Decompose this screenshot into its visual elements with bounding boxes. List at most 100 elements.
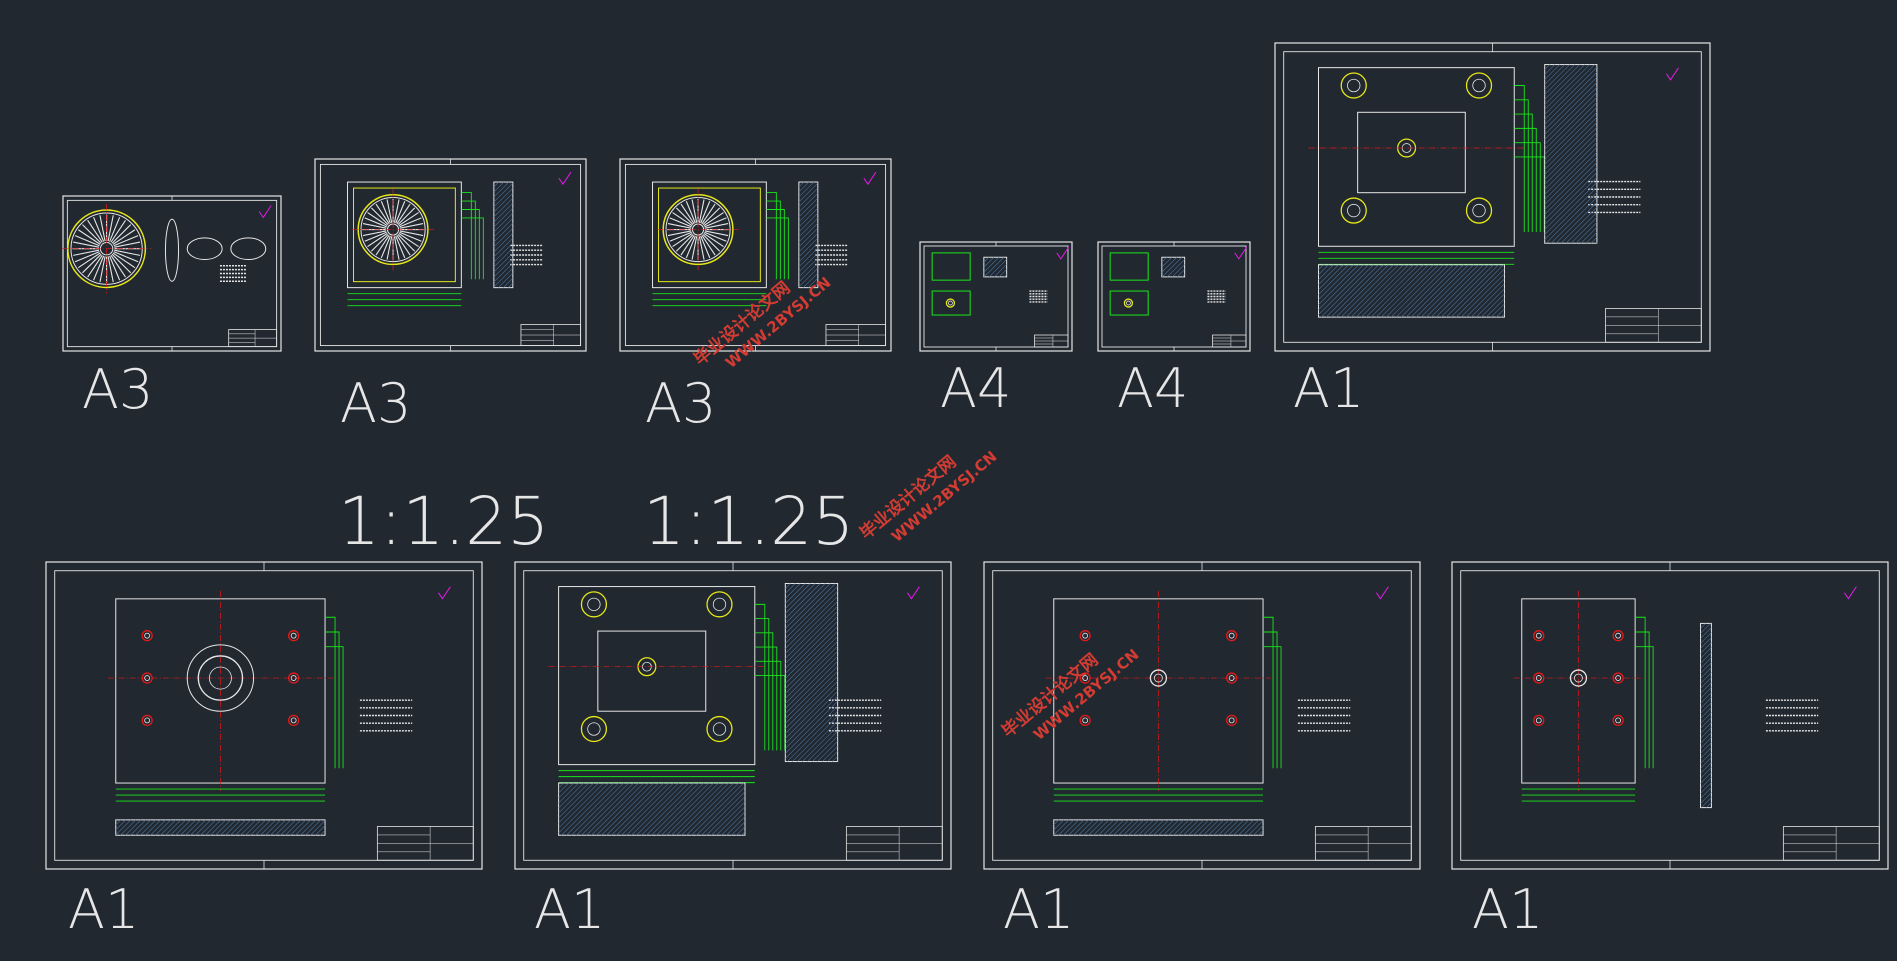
sheet-1-wheel-spoke [74, 251, 100, 263]
sheet-6-hatch [1544, 142, 1598, 195]
sheet-8-hatch [711, 801, 746, 836]
sheet-8-hatch [817, 740, 838, 762]
sheet-8-hatch [666, 782, 719, 836]
sheet-1-wheel-spoke [113, 235, 139, 247]
sheet-2-wheel-spoke [362, 223, 387, 229]
sheet-6-hatch [1360, 264, 1414, 318]
sheet-2-hatch [493, 182, 514, 203]
sheet-6-hatch [1395, 264, 1449, 318]
sheet-10-hatch [1700, 667, 1712, 679]
sheet-3-wheel-spoke [675, 234, 694, 252]
sheet-8-hatch [832, 755, 838, 762]
sheet-3-hatch [798, 237, 819, 258]
sheet-3-wheel-spoke [701, 203, 716, 225]
sheet-1-wheel-spoke [93, 216, 105, 242]
sheet-10-hatch [1700, 677, 1712, 689]
sheet-8-dimension-line [754, 660, 782, 751]
sheet-4-hatch [994, 264, 1007, 278]
sheet-6-hatch [1544, 182, 1598, 235]
sheet-7-hole [287, 672, 300, 684]
sheet-7[interactable] [45, 561, 483, 870]
sheet-6-hatch [1585, 232, 1598, 244]
sheet-2[interactable] [314, 158, 587, 352]
sheet-3-plate [652, 181, 767, 289]
sheet-10[interactable] [1451, 561, 1889, 870]
sheet-6-hatch [1425, 264, 1479, 318]
sheet-6-hatch [1544, 64, 1580, 100]
sheet-3-hatch [798, 242, 819, 263]
sheet-10-hatch [1700, 632, 1712, 644]
sheet-8-hole [580, 715, 608, 743]
sheet-6-hatch [1575, 222, 1598, 244]
sheet-9[interactable] [983, 561, 1421, 870]
sheet-3-wheel-spoke [667, 223, 692, 229]
sheet-8-hatch [785, 655, 838, 709]
sheet-8-hatch [651, 782, 704, 836]
sheet-8-hatch [626, 782, 679, 836]
sheet-4-roughness-symbol [1056, 246, 1070, 260]
sheet-2-wheel-spoke [399, 223, 424, 229]
sheet-9-hatch [1113, 819, 1129, 836]
sheet-6-hatch [1390, 264, 1444, 318]
sheet-3-dimension-line [766, 217, 789, 280]
sheet-7-size-label: A1 [68, 878, 139, 941]
sheet-8-hatch [611, 782, 664, 836]
sheet-3-wheel-spoke [703, 212, 724, 227]
sheet-10-hatch [1700, 623, 1711, 634]
sheet-6-hatch [1544, 132, 1598, 185]
sheet-10-hole [1612, 630, 1624, 642]
sheet-2-hatch [493, 181, 505, 193]
sheet-7-hatch [195, 819, 211, 836]
sheet-5-view [1109, 290, 1149, 316]
sheet-1-wheel-spoke [111, 253, 132, 274]
sheet-3-wheel-spoke [702, 234, 721, 252]
sheet-10-hatch [1700, 777, 1712, 789]
sheet-8-hatch [785, 583, 831, 629]
sheet-6-hatch [1318, 264, 1329, 275]
sheet-7-hatch [220, 819, 236, 836]
sheet-6-hatch [1318, 264, 1359, 305]
sheet-6-hatch [1544, 64, 1565, 85]
sheet-3-dimension-line [766, 192, 777, 280]
sheet-2-hatch [508, 282, 514, 288]
sheet-8-hatch [726, 816, 746, 836]
sheet-7-inner-border [54, 570, 474, 861]
sheet-9-hatch [1233, 819, 1249, 836]
sheet-8-dimension-line [754, 646, 778, 751]
sheet-2-wheel-spoke [380, 235, 391, 259]
sheet-4[interactable] [919, 241, 1073, 352]
sheet-8-outer-border [514, 561, 952, 870]
sheet-9-hatch [1248, 820, 1264, 836]
sheet-6-hatch [1570, 217, 1598, 244]
sheet-3[interactable] [619, 158, 892, 352]
sheet-8-hatch [785, 605, 838, 659]
sheet-6[interactable] [1274, 42, 1711, 352]
sheet-6-hatch [1318, 264, 1344, 290]
sheet-6-hatch [1544, 157, 1598, 210]
sheet-5-hatch [1167, 259, 1185, 278]
sheet-8[interactable] [514, 561, 952, 870]
sheet-1-wheel-spoke [110, 220, 127, 243]
sheet-3-wheel-spoke [700, 201, 711, 224]
sheet-8-hatch [785, 695, 838, 749]
sheet-9-hole-inner [1082, 717, 1089, 724]
sheet-6-hatch [1480, 293, 1505, 318]
sheet-10-hatch [1700, 752, 1712, 764]
sheet-3-wheel-spoke [669, 217, 692, 228]
sheet-3-hatch [798, 202, 819, 223]
sheet-9-hatch [1163, 819, 1179, 836]
sheet-9-hatch [1238, 819, 1254, 836]
sheet-1[interactable] [61, 195, 282, 352]
sheet-1-iso-view [186, 237, 223, 261]
sheet-8-hatch [785, 630, 838, 684]
sheet-5[interactable] [1097, 241, 1251, 352]
sheet-6-hatch [1320, 264, 1374, 318]
sheet-7-hole-inner [144, 717, 151, 724]
sheet-2-hatch [493, 227, 514, 248]
sheet-6-hatch [1318, 264, 1324, 270]
sheet-10-hatch [1700, 772, 1712, 784]
sheet-2-hatch [493, 247, 514, 268]
sheet-9-hole-inner [1228, 632, 1235, 639]
sheet-5-hatch [1172, 264, 1185, 278]
